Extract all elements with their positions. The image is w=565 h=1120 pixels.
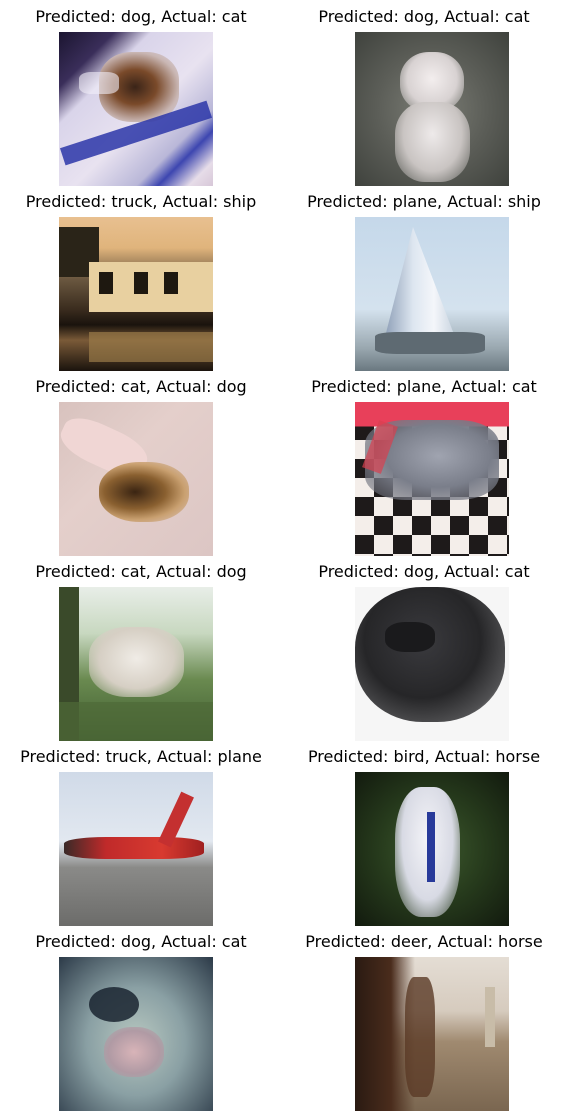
thumbnail-image <box>355 587 509 741</box>
cell-title: Predicted: cat, Actual: dog <box>35 377 247 396</box>
cell-title: Predicted: dog, Actual: cat <box>35 932 247 951</box>
grid-cell-2: Predicted: dog, Actual: cat <box>283 0 565 186</box>
thumbnail-image <box>59 957 213 1111</box>
thumbnail-image <box>355 402 509 556</box>
cell-title: Predicted: deer, Actual: horse <box>305 932 543 951</box>
grid-cell-6: Predicted: plane, Actual: cat <box>283 370 565 556</box>
grid-cell-10: Predicted: bird, Actual: horse <box>283 740 565 926</box>
cell-title: Predicted: bird, Actual: horse <box>307 747 541 766</box>
grid-cell-1: Predicted: dog, Actual: cat <box>0 0 282 186</box>
grid-cell-5: Predicted: cat, Actual: dog <box>0 370 282 556</box>
thumbnail-image <box>59 217 213 371</box>
cell-title: Predicted: dog, Actual: cat <box>318 7 530 26</box>
cell-title: Predicted: plane, Actual: cat <box>311 377 537 396</box>
grid-cell-9: Predicted: truck, Actual: plane <box>0 740 282 926</box>
thumbnail-image <box>355 957 509 1111</box>
thumbnail-image <box>59 772 213 926</box>
cell-title: Predicted: truck, Actual: ship <box>25 192 257 211</box>
cell-title: Predicted: dog, Actual: cat <box>35 7 247 26</box>
cell-title: Predicted: cat, Actual: dog <box>35 562 247 581</box>
grid-cell-4: Predicted: plane, Actual: ship <box>283 185 565 371</box>
grid-cell-7: Predicted: cat, Actual: dog <box>0 555 282 741</box>
grid-cell-12: Predicted: deer, Actual: horse <box>283 925 565 1111</box>
thumbnail-image <box>355 772 509 926</box>
thumbnail-image <box>355 32 509 186</box>
grid-cell-8: Predicted: dog, Actual: cat <box>283 555 565 741</box>
thumbnail-image <box>355 217 509 371</box>
grid-cell-11: Predicted: dog, Actual: cat <box>0 925 282 1111</box>
thumbnail-image <box>59 402 213 556</box>
cell-title: Predicted: truck, Actual: plane <box>20 747 262 766</box>
cell-title: Predicted: plane, Actual: ship <box>307 192 541 211</box>
thumbnail-image <box>59 32 213 186</box>
grid-cell-3: Predicted: truck, Actual: ship <box>0 185 282 371</box>
cell-title: Predicted: dog, Actual: cat <box>318 562 530 581</box>
thumbnail-image <box>59 587 213 741</box>
